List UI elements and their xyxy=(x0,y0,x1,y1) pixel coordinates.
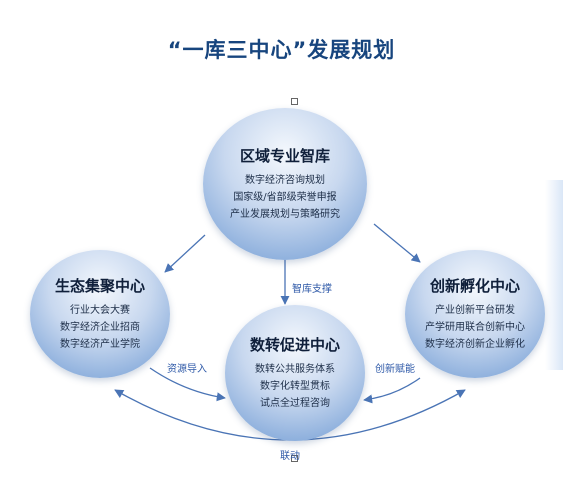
selection-handle-top[interactable] xyxy=(291,98,298,105)
node-title: 创新孵化中心 xyxy=(429,277,520,295)
node-line: 数字经济创新企业孵化 xyxy=(425,339,525,350)
node-ecosystem-center: 生态集聚中心 行业大会大赛 数字经济企业招商 数字经济产业学院 xyxy=(30,250,170,378)
arrow-top-to-right xyxy=(373,223,421,263)
node-line: 行业大会大赛 xyxy=(70,305,130,316)
node-line: 数字化转型贯标 xyxy=(260,381,330,392)
node-title: 区域专业智库 xyxy=(239,147,330,165)
node-digital-transformation-center: 数转促进中心 数转公共服务体系 数字化转型贯标 试点全过程咨询 xyxy=(225,305,365,441)
arrow-right-to-bottom xyxy=(363,377,421,404)
node-line: 产业发展规划与策略研究 xyxy=(230,209,340,220)
edge-label-resource-import: 资源导入 xyxy=(167,364,207,375)
edge-label-innovation-empower: 创新赋能 xyxy=(375,364,415,375)
node-line: 产学研用联合创新中心 xyxy=(425,322,525,333)
node-line: 数字经济产业学院 xyxy=(60,339,140,350)
page-title: “一库三中心”发展规划 xyxy=(167,38,396,62)
edge-label-linkage: 联动 xyxy=(280,451,300,462)
node-line: 试点全过程咨询 xyxy=(260,398,330,409)
node-line: 国家级/省部级荣誉申报 xyxy=(233,192,337,203)
node-line: 数转公共服务体系 xyxy=(255,364,335,375)
edge-glow-decoration xyxy=(545,180,563,370)
node-innovation-incubation-center: 创新孵化中心 产业创新平台研发 产学研用联合创新中心 数字经济创新企业孵化 xyxy=(405,250,545,378)
node-line: 数字经济咨询规划 xyxy=(245,175,325,186)
selection-handle-bottom[interactable] xyxy=(291,455,298,462)
node-title: 数转促进中心 xyxy=(249,336,340,354)
node-line: 数字经济企业招商 xyxy=(60,322,140,333)
node-title: 生态集聚中心 xyxy=(54,277,145,295)
arrow-top-to-left xyxy=(164,234,206,273)
node-regional-think-tank: 区域专业智库 数字经济咨询规划 国家级/省部级荣誉申报 产业发展规划与策略研究 xyxy=(203,108,367,260)
edge-label-think-tank-support: 智库支撑 xyxy=(292,284,332,295)
node-line: 产业创新平台研发 xyxy=(435,305,515,316)
